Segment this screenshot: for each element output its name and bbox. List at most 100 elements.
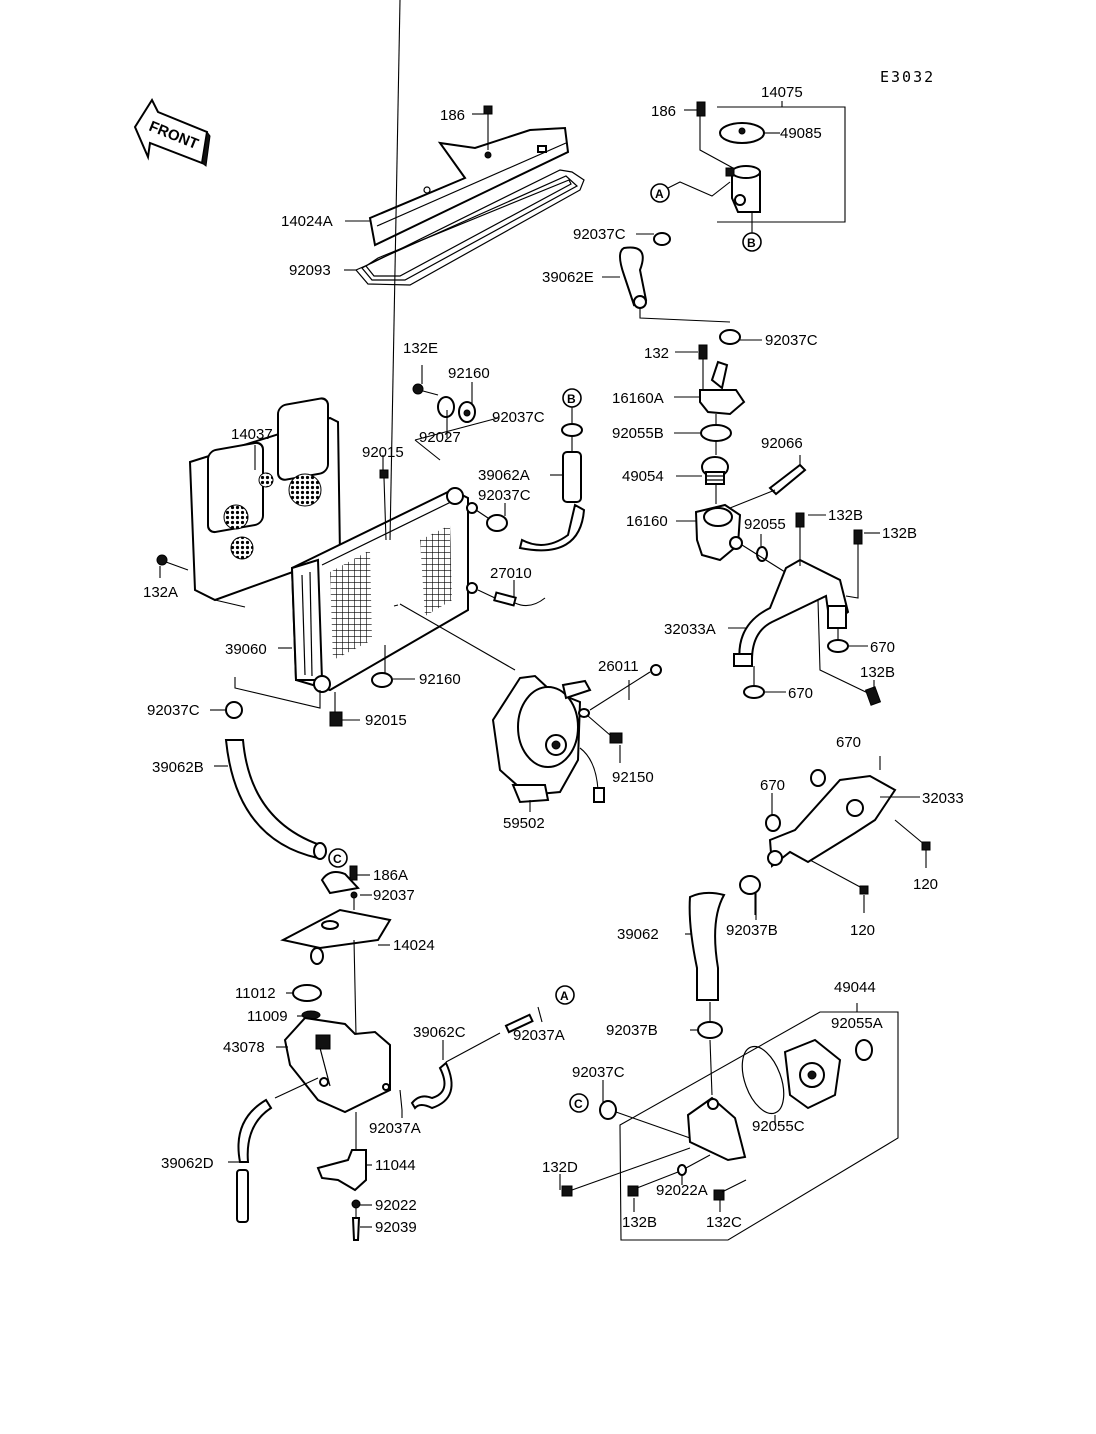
label-26011: 26011: [598, 658, 639, 675]
label-39062A: 39062A: [478, 467, 530, 484]
label-92037C-6: 92037C: [572, 1064, 625, 1081]
label-11044: 11044: [375, 1157, 416, 1174]
label-16160: 16160: [626, 513, 668, 530]
label-92055C: 92055C: [752, 1118, 805, 1135]
water-pipe-32033: [765, 769, 931, 913]
thermostat-housing-column: [694, 344, 807, 573]
label-39062B: 39062B: [152, 759, 204, 776]
radiator-screen-14037: [188, 397, 342, 602]
svg-text:B: B: [567, 392, 576, 406]
label-92160-top: 92160: [448, 365, 490, 382]
label-92055A: 92055A: [831, 1015, 883, 1032]
label-32033: 32033: [922, 790, 964, 807]
label-132: 132: [644, 345, 669, 362]
ref-marker-b-radiator: B: [562, 388, 582, 408]
label-92037A-1: 92037A: [513, 1027, 565, 1044]
water-pipe-32033A: [733, 512, 882, 706]
label-186-right: 186: [651, 103, 676, 120]
svg-text:C: C: [574, 1097, 583, 1111]
label-39062C: 39062C: [413, 1024, 466, 1041]
svg-text:B: B: [747, 236, 756, 250]
label-11012: 11012: [235, 985, 276, 1002]
label-92037B-1: 92037B: [726, 922, 778, 939]
label-92093: 92093: [289, 262, 331, 279]
label-14037: 14037: [231, 426, 273, 443]
label-39062E: 39062E: [542, 269, 594, 286]
label-132B-3: 132B: [860, 664, 895, 681]
label-92037C-3: 92037C: [492, 409, 545, 426]
ref-marker-c-pump: C: [569, 1093, 589, 1113]
svg-text:C: C: [333, 852, 342, 866]
reservoir-tank-43078: [283, 984, 391, 1152]
label-186A: 186A: [373, 867, 408, 884]
radiator-shroud-14024A: [368, 126, 570, 247]
label-27010: 27010: [490, 565, 532, 582]
label-92022: 92022: [375, 1197, 417, 1214]
bolt-132A: [156, 554, 246, 608]
leader-lines: [210, 109, 881, 1228]
label-92039: 92039: [375, 1219, 417, 1236]
label-120-1: 120: [913, 876, 938, 893]
clamp-92037C-top: [653, 232, 741, 345]
hose-39062A: [475, 400, 586, 552]
label-92160-bot: 92160: [419, 671, 461, 688]
ref-marker-a-hose: A: [555, 985, 575, 1005]
label-120-2: 120: [850, 922, 875, 939]
filler-neck-group-14075: [667, 101, 846, 235]
label-670-1: 670: [870, 639, 895, 656]
label-132E: 132E: [403, 340, 438, 357]
ref-marker-c-hose: C: [328, 848, 348, 868]
label-92037A-2: 92037A: [369, 1120, 421, 1137]
water-pump-group-49044: [561, 1003, 899, 1241]
label-132B-4: 132B: [622, 1214, 657, 1231]
diagram-code: E3032: [880, 68, 935, 86]
label-14024A: 14024A: [281, 213, 333, 230]
label-132B-2: 132B: [882, 525, 917, 542]
label-92037C-2: 92037C: [765, 332, 818, 349]
bolt-186: [483, 105, 493, 150]
front-arrow-icon: FRONT: [133, 97, 211, 167]
hose-39062D: [236, 1077, 319, 1223]
bracket-11044: [316, 1149, 367, 1241]
bolt-186-right: [696, 101, 706, 117]
label-49054: 49054: [622, 468, 664, 485]
radiator-39060: [290, 0, 516, 693]
label-92037B-2: 92037B: [606, 1022, 658, 1039]
label-670-2: 670: [788, 685, 813, 702]
label-670-3: 670: [836, 734, 861, 751]
hose-39062C: [399, 1006, 543, 1111]
label-49085: 49085: [780, 125, 822, 142]
label-132A: 132A: [143, 584, 178, 601]
hose-39062: [688, 875, 761, 1096]
hose-39062E: [619, 246, 731, 323]
label-92037: 92037: [373, 887, 415, 904]
label-16160A: 16160A: [612, 390, 664, 407]
label-49044: 49044: [834, 979, 876, 996]
label-132C: 132C: [706, 1214, 742, 1231]
label-43078: 43078: [223, 1039, 265, 1056]
label-39062D: 39062D: [161, 1155, 214, 1172]
label-92027: 92027: [419, 429, 461, 446]
label-92037C-1: 92037C: [573, 226, 626, 243]
sensor-27010: [477, 589, 546, 607]
label-92066: 92066: [761, 435, 803, 452]
part-labels: 186 14024A 92093 14075 186 49085 92037C …: [143, 84, 964, 1236]
label-92015-top: 92015: [362, 444, 404, 461]
label-92055: 92055: [744, 516, 786, 533]
label-132D: 132D: [542, 1159, 578, 1176]
label-92015-bot: 92015: [365, 712, 407, 729]
ref-marker-a-top: A: [650, 183, 670, 203]
label-39062: 39062: [617, 926, 659, 943]
label-92037C-5: 92037C: [147, 702, 200, 719]
label-92055B: 92055B: [612, 425, 664, 442]
label-186-top: 186: [440, 107, 465, 124]
label-32033A: 32033A: [664, 621, 716, 638]
label-670-4: 670: [760, 777, 785, 794]
fan-59502: [491, 664, 662, 812]
label-92150: 92150: [612, 769, 654, 786]
ref-marker-b-top: B: [742, 232, 762, 252]
label-11009: 11009: [247, 1008, 288, 1025]
svg-text:A: A: [560, 989, 569, 1003]
label-14075: 14075: [761, 84, 803, 101]
